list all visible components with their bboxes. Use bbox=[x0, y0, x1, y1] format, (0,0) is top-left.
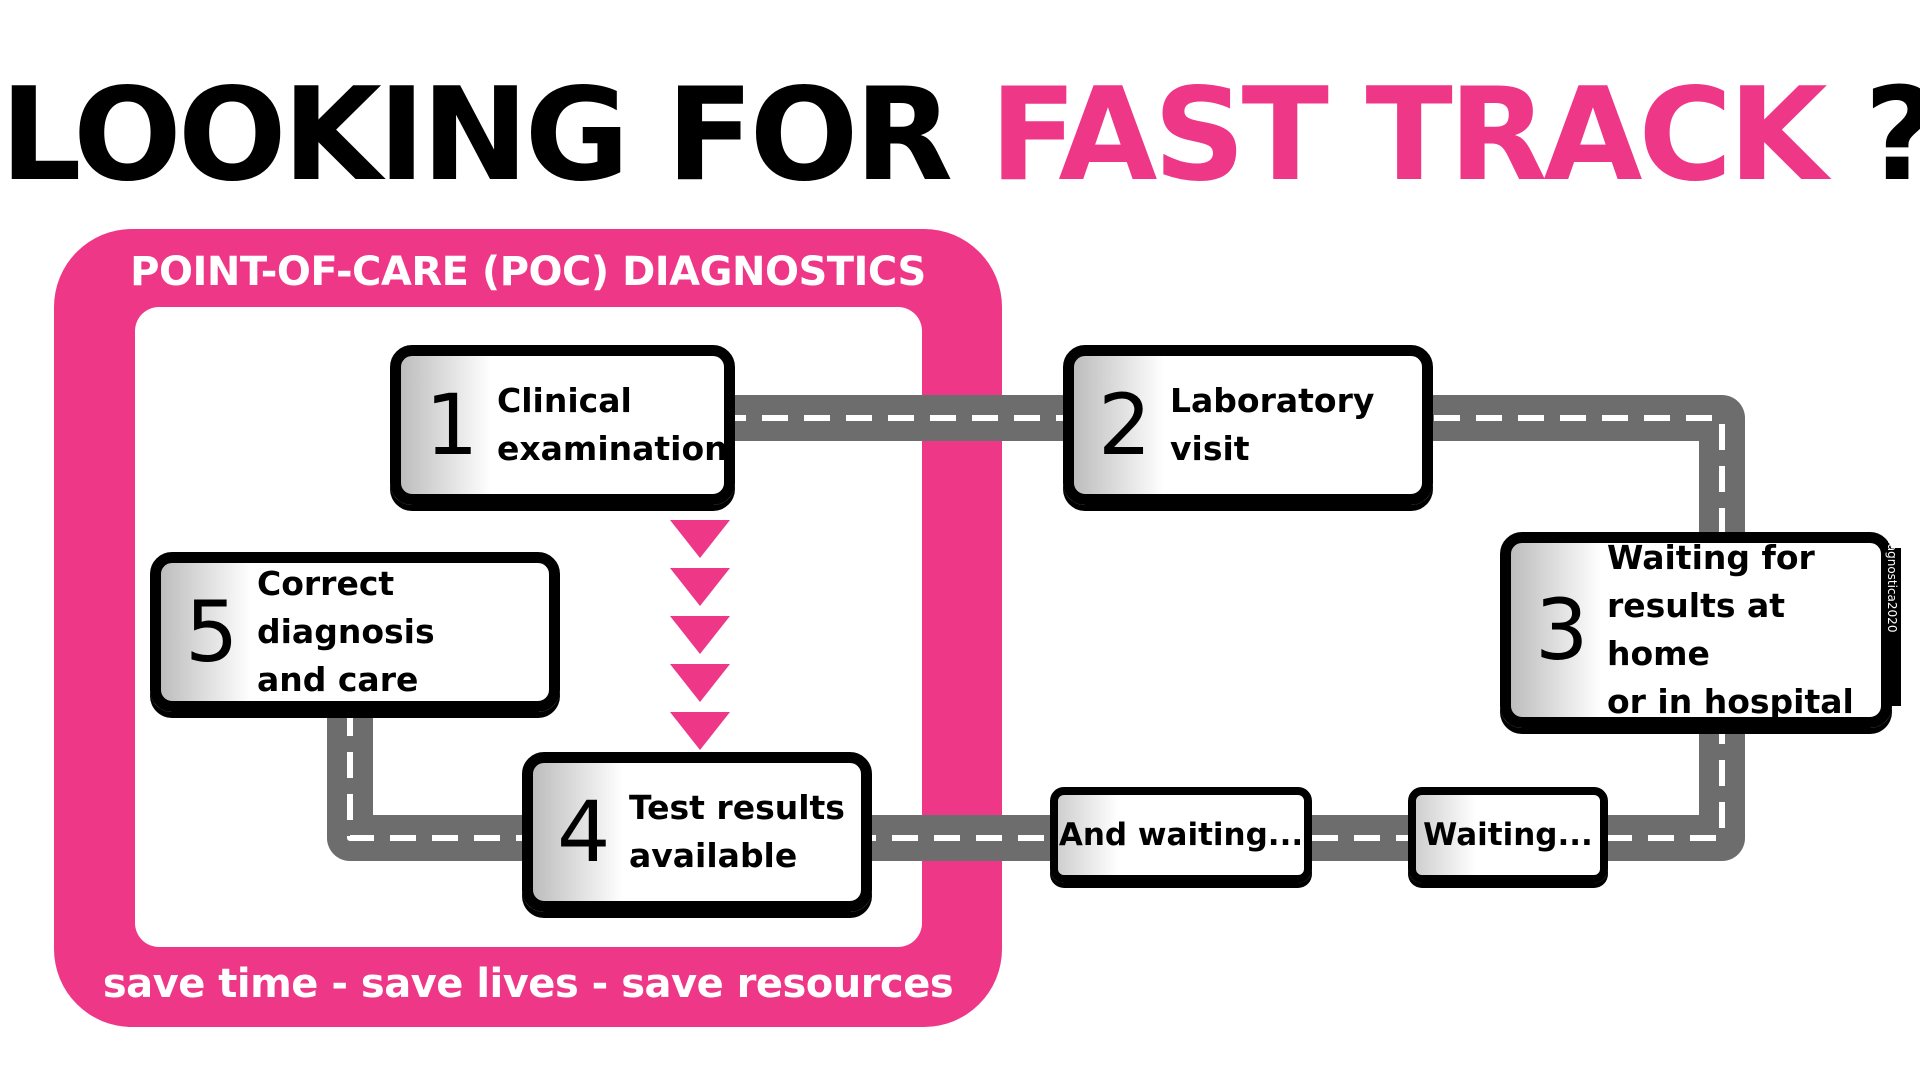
step-label: Laboratory visit bbox=[1170, 381, 1375, 468]
fast-track-arrows bbox=[670, 520, 730, 750]
step-5-correct-diagnosis: 5 Correct diagnosis and care bbox=[150, 552, 560, 712]
step-1-clinical-examination: 1 Clinical examination bbox=[390, 345, 735, 505]
page-title: LOOKING FOR FAST TRACK ? bbox=[0, 66, 1920, 206]
step-4-test-results-available: 4 Test results available bbox=[522, 752, 872, 912]
poc-heading: POINT-OF-CARE (POC) DIAGNOSTICS bbox=[130, 249, 926, 295]
step-number: 4 bbox=[557, 783, 611, 881]
down-arrow-icon bbox=[670, 520, 730, 558]
step-label: Correct diagnosis and care bbox=[257, 564, 435, 699]
step-2-laboratory-visit: 2 Laboratory visit bbox=[1063, 345, 1433, 505]
title-main: LOOKING FOR bbox=[0, 61, 953, 210]
down-arrow-icon bbox=[670, 712, 730, 750]
down-arrow-icon bbox=[670, 568, 730, 606]
step-label: Clinical examination bbox=[497, 381, 728, 468]
credit-background bbox=[1883, 548, 1901, 706]
step-number: 3 bbox=[1535, 581, 1589, 679]
waiting-box-waiting: Waiting... bbox=[1408, 787, 1608, 883]
step-number: 5 bbox=[185, 583, 239, 681]
step-3-waiting-for-results: 3 Waiting for results at home or in hosp… bbox=[1500, 532, 1892, 728]
down-arrow-icon bbox=[670, 616, 730, 654]
waiting-box-and-waiting: And waiting... bbox=[1050, 787, 1312, 883]
credit-text: AbacusDiagnostica2020 bbox=[1885, 487, 1899, 633]
down-arrow-icon bbox=[670, 664, 730, 702]
step-label: Test results available bbox=[629, 788, 845, 875]
poc-tagline: save time - save lives - save resources bbox=[102, 961, 954, 1007]
step-number: 1 bbox=[425, 376, 479, 474]
title-accent: FAST TRACK bbox=[989, 61, 1828, 210]
step-number: 2 bbox=[1098, 376, 1152, 474]
road-poc-shortcut bbox=[327, 710, 540, 861]
title-question-mark: ? bbox=[1864, 61, 1920, 210]
step-label: Waiting for results at home or in hospit… bbox=[1607, 538, 1854, 721]
